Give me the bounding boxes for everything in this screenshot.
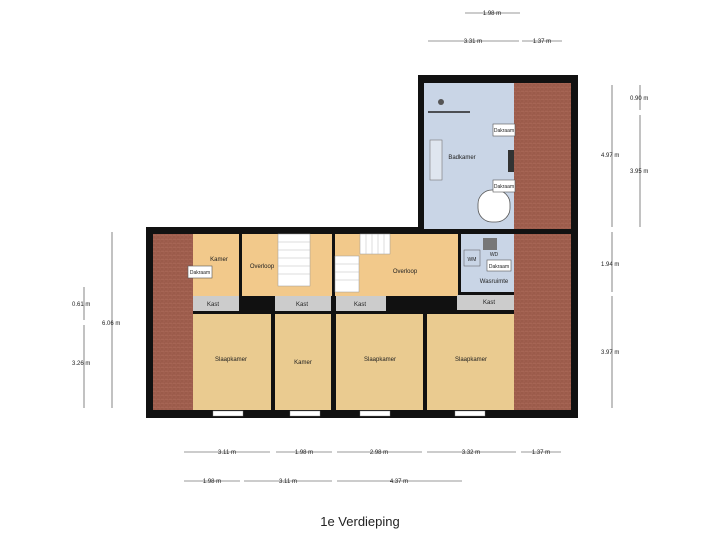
slaapkamer-1-floor <box>193 314 271 410</box>
dim-bottom-311a: 3.11 m <box>218 450 236 456</box>
label-slaapkamer-1: Slaapkamer <box>215 357 247 363</box>
dakraam-bath-top-box <box>492 123 516 137</box>
dim-left-606: 6.06 m <box>102 321 120 327</box>
roof-right-upper <box>514 83 571 229</box>
label-badkamer: Badkamer <box>448 155 475 161</box>
kamer-mid-floor <box>275 314 331 410</box>
label-overloop-left: Overloop <box>250 264 275 270</box>
dim-bottom-198a: 1.98 m <box>295 450 313 456</box>
dim-bottom2-198: 1.98 m <box>203 479 221 485</box>
dim-bottom-137: 1.37 m <box>532 450 550 456</box>
dakraam-kamer-box <box>187 265 213 279</box>
bath-tub <box>477 189 511 223</box>
slaapkamer-2-floor <box>336 314 423 410</box>
label-dakraam-was: Dakraam <box>489 264 509 270</box>
dim-left-061: 0.61 m <box>72 302 90 308</box>
label-kast-3: Kast <box>354 302 366 308</box>
kast-1-floor <box>193 296 239 311</box>
label-wasruimte: Wasruimte <box>480 279 509 285</box>
dim-left-326: 3.26 m <box>72 361 90 367</box>
label-slaapkamer-3: Slaapkamer <box>455 357 487 363</box>
label-wd: WD <box>490 252 499 258</box>
wd-box <box>483 238 497 250</box>
roof-left <box>153 234 193 410</box>
dakraam-bath-bottom-box <box>492 179 516 193</box>
label-wm: WM <box>468 257 477 263</box>
dim-bottom2-437: 4.37 m <box>390 479 408 485</box>
dim-bottom2-311: 3.11 m <box>279 479 297 485</box>
kamer-small-floor <box>193 234 239 296</box>
dim-right-194: 1.94 m <box>601 262 619 268</box>
wm-box <box>463 249 481 267</box>
stairs-right <box>359 233 391 255</box>
label-kast-4: Kast <box>483 300 495 306</box>
label-dakraam-kamer: Dakraam <box>190 270 210 276</box>
dim-top-137: 1.37 m <box>533 39 551 45</box>
label-dakraam-bath-top: Dakraam <box>494 128 514 134</box>
dim-right-397: 3.97 m <box>601 350 619 356</box>
bath-toilet <box>508 150 514 172</box>
dim-right-497: 4.97 m <box>601 153 619 159</box>
label-kast-2: Kast <box>296 302 308 308</box>
label-overloop-right: Overloop <box>393 269 418 275</box>
slaapkamer-3-floor <box>427 314 514 410</box>
dim-top-198: 1.98 m <box>483 11 501 17</box>
dim-bottom-298: 2.98 m <box>370 450 388 456</box>
dim-right-395: 3.95 m <box>630 169 648 175</box>
stairs-left <box>277 233 311 287</box>
floor-title: 1e Verdieping <box>320 514 400 529</box>
bath-sink <box>429 139 443 181</box>
stairs-mid <box>334 255 360 293</box>
kast-2-floor <box>275 296 331 311</box>
roof-right-lower <box>514 234 571 410</box>
shower-drain <box>438 99 444 105</box>
dim-right-090: 0.90 m <box>630 96 648 102</box>
kast-3-floor <box>336 296 386 311</box>
dakraam-was-box <box>486 259 512 272</box>
label-slaapkamer-2: Slaapkamer <box>364 357 396 363</box>
dim-top-331: 3.31 m <box>464 39 482 45</box>
label-kamer-small: Kamer <box>210 257 228 263</box>
label-kast-1: Kast <box>207 302 219 308</box>
kast-4-floor <box>457 295 514 310</box>
label-kamer-mid: Kamer <box>294 360 312 366</box>
label-dakraam-bath-bottom: Dakraam <box>494 184 514 190</box>
dim-bottom-332: 3.32 m <box>462 450 480 456</box>
